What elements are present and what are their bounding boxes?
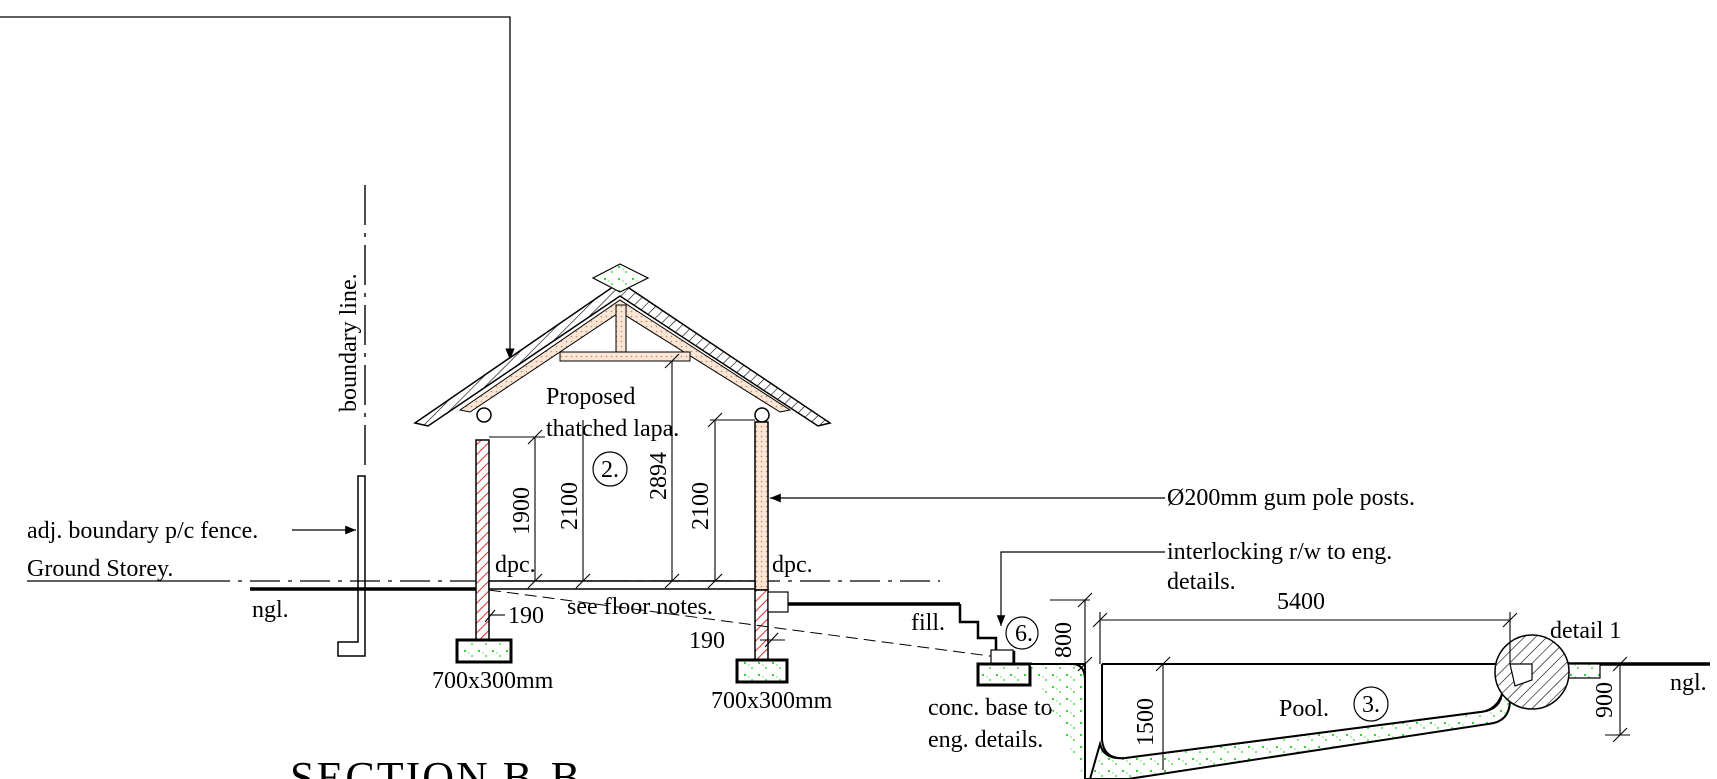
tag-pool: 3.	[1362, 692, 1380, 718]
interlock-leader	[996, 551, 1165, 626]
footing-left	[455, 638, 513, 664]
dim-2894: 2894	[646, 452, 672, 500]
footing-left-label: 700x300mm	[432, 668, 554, 694]
dim-1900: 1900	[509, 487, 535, 535]
tag-steps: 6.	[1015, 621, 1033, 647]
step-base	[990, 649, 1014, 665]
conc-base	[976, 662, 1032, 687]
fill-label: fill.	[911, 610, 945, 636]
tag-steps-circle	[1005, 616, 1039, 650]
interlock-label-2: details.	[1167, 569, 1236, 595]
ngl-right-label: ngl.	[1670, 670, 1707, 696]
ground-storey-label: Ground Storey.	[27, 556, 173, 582]
detail-1-label: detail 1	[1550, 618, 1621, 644]
adj-fence-label: adj. boundary p/c fence.	[27, 518, 258, 544]
dim-800: 800	[1051, 622, 1077, 658]
dim-900: 900	[1592, 682, 1618, 718]
dim-190-left: 190	[508, 603, 544, 629]
dim-190-right: 190	[689, 628, 725, 654]
detail-1-inner	[1509, 663, 1533, 687]
footing-right	[735, 658, 789, 684]
conc-label-1: conc. base to	[928, 695, 1053, 721]
fence	[337, 475, 366, 657]
pole-cap-left	[476, 407, 492, 423]
connection-box	[767, 591, 789, 613]
pole-cap-right	[754, 407, 770, 423]
gum-pole-label: Ø200mm gum pole posts.	[1167, 485, 1415, 511]
leader-top	[0, 16, 515, 360]
tag-pool-circle	[1353, 686, 1389, 722]
conc-label-2: eng. details.	[928, 727, 1043, 753]
floor-slab	[488, 580, 756, 590]
pole-right-upper	[754, 421, 769, 591]
dim-1500: 1500	[1133, 698, 1159, 746]
dim-lines-lapa	[484, 353, 785, 648]
ngl-left-label: ngl.	[252, 597, 289, 623]
dim-5400: 5400	[1277, 589, 1325, 615]
tag-lapa: 2.	[601, 457, 619, 483]
floor-notes: see floor notes.	[567, 594, 713, 620]
boundary-line-label: boundary line.	[336, 273, 362, 412]
interlock-label-1: interlocking r/w to eng.	[1167, 539, 1392, 565]
dpc-left: dpc.	[495, 552, 536, 578]
thatched-roof	[413, 263, 832, 427]
fill-dashed	[488, 589, 1006, 659]
dpc-right: dpc.	[772, 552, 813, 578]
dim-lines-pool	[1050, 592, 1630, 770]
pool-label: Pool.	[1279, 696, 1329, 722]
tag-lapa-circle	[592, 451, 628, 487]
pole-left	[475, 439, 490, 659]
section-title: SECTION B-B	[290, 753, 582, 779]
retaining-steps	[958, 604, 1032, 666]
proposed-label-2: thatched lapa.	[546, 416, 679, 442]
proposed-label-1: Proposed	[546, 384, 635, 410]
dim-2100-right: 2100	[688, 482, 714, 530]
dim-2100-left: 2100	[557, 482, 583, 530]
footing-right-label: 700x300mm	[711, 688, 833, 714]
